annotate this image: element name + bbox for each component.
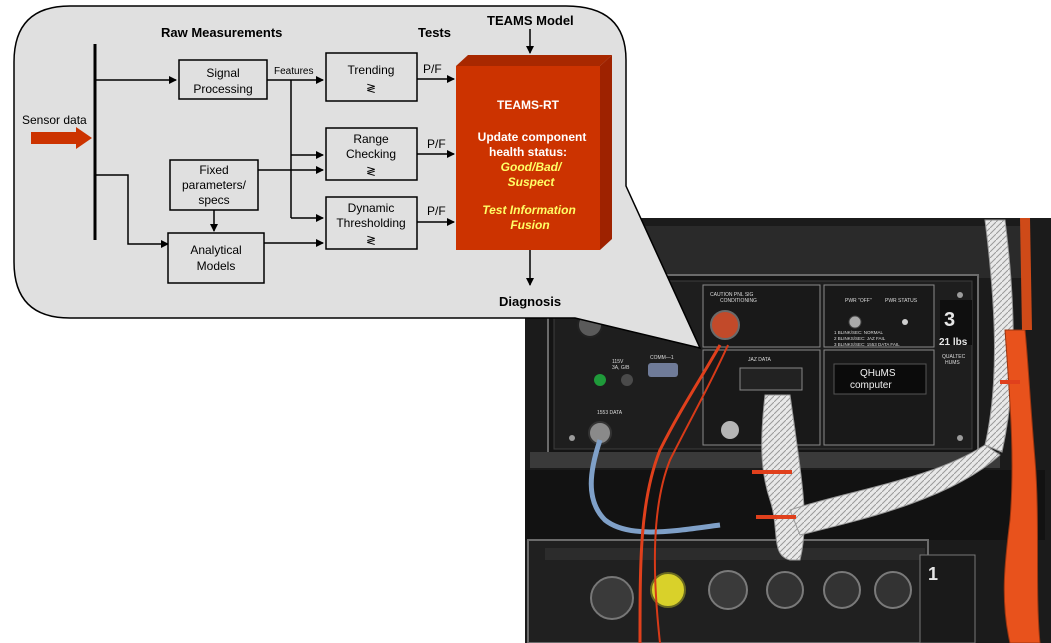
- link-bus-analytical: [95, 174, 169, 248]
- signal-processing-line-1: Signal: [206, 66, 239, 80]
- teams-rt-status-2: Suspect: [508, 175, 556, 189]
- power-spec-1: 115V: [612, 359, 624, 365]
- caution-connector: [710, 310, 740, 340]
- teams-rt-update-2: health status:: [489, 145, 567, 159]
- comm-label: COMM—1: [650, 355, 674, 361]
- dynamic-thresholding-line-1: Dynamic: [348, 201, 395, 215]
- qhums-label-2: computer: [850, 380, 892, 391]
- dynamic-compare-icon: ≷: [366, 233, 376, 247]
- orange-harness: [1003, 329, 1041, 643]
- fixed-parameters-box: [169, 159, 259, 211]
- teams-model-label: TEAMS Model: [487, 13, 574, 28]
- pf-label-range: P/F: [427, 137, 446, 151]
- blink-line-3: 3 BLINKS/SEC: 1553 DATA FAIL: [834, 342, 900, 347]
- fixed-parameters-line-3: specs: [198, 193, 229, 207]
- unit-weight: 21 lbs: [939, 337, 968, 348]
- pf-label-dynamic: P/F: [427, 204, 446, 218]
- teams-rt-box: [456, 55, 612, 250]
- conditioning-label: CONDITIONING: [720, 298, 757, 304]
- pwr-status-label: PWR STATUS: [885, 298, 918, 304]
- blue-cable: [588, 439, 721, 535]
- trending-compare-icon: ≷: [366, 81, 376, 95]
- data-1553-label: 1553 DATA: [597, 410, 623, 416]
- hums-photo: CAUTION PNL SIG CONDITIONING PWR "OFF" P…: [525, 218, 1051, 643]
- caution-label: CAUTION PNL SIG: [710, 292, 754, 298]
- teams-rt-fusion-1: Test Information: [482, 203, 576, 217]
- maker-line-2: HUMS: [945, 360, 960, 366]
- teams-rt-update-1: Update component: [478, 130, 587, 144]
- blink-line-2: 2 BLINKS/SEC: JAZ FAIL: [834, 336, 886, 341]
- range-checking-line-1: Range: [353, 132, 389, 146]
- raw-measurements-header: Raw Measurements: [161, 25, 282, 40]
- lower-unit-number: 1: [928, 564, 938, 584]
- unit-number: 3: [944, 309, 955, 331]
- jaz-data-label: JAZ DATA: [748, 357, 772, 363]
- analytical-models-line-1: Analytical: [190, 243, 241, 257]
- dynamic-thresholding-box: [325, 196, 418, 250]
- sensor-data-arrow: [31, 127, 92, 149]
- pf-label-trending: P/F: [423, 62, 442, 76]
- trending-label: Trending: [348, 63, 395, 77]
- maker-line-1: QUALTEC: [942, 354, 966, 360]
- range-checking-line-2: Checking: [346, 147, 396, 161]
- analytical-models-line-2: Models: [197, 259, 236, 273]
- power-spec-2: 3A, G/B: [612, 365, 630, 371]
- signal-processing-line-2: Processing: [193, 82, 252, 96]
- range-checking-box: [325, 127, 418, 181]
- range-compare-icon: ≷: [366, 164, 376, 178]
- features-label: Features: [274, 66, 313, 77]
- dynamic-thresholding-line-2: Thresholding: [336, 216, 405, 230]
- trending-box: [325, 52, 418, 102]
- fixed-parameters-line-1: Fixed: [199, 163, 228, 177]
- blink-line-1: 1 BLINK/SEC: NORMAL: [834, 330, 884, 335]
- teams-rt-title: TEAMS-RT: [497, 98, 560, 112]
- tests-header: Tests: [418, 25, 451, 40]
- fixed-parameters-line-2: parameters/: [182, 178, 247, 192]
- analytical-models-box: [167, 232, 265, 284]
- qhums-label-1: QHuMS: [860, 368, 896, 379]
- pwr-off-label: PWR "OFF": [845, 298, 872, 304]
- teams-rt-fusion-2: Fusion: [510, 218, 549, 232]
- teams-rt-status-1: Good/Bad/: [501, 160, 563, 174]
- signal-processing-box: [178, 59, 268, 100]
- sensor-data-label: Sensor data: [22, 113, 87, 127]
- diagnosis-label: Diagnosis: [499, 294, 561, 309]
